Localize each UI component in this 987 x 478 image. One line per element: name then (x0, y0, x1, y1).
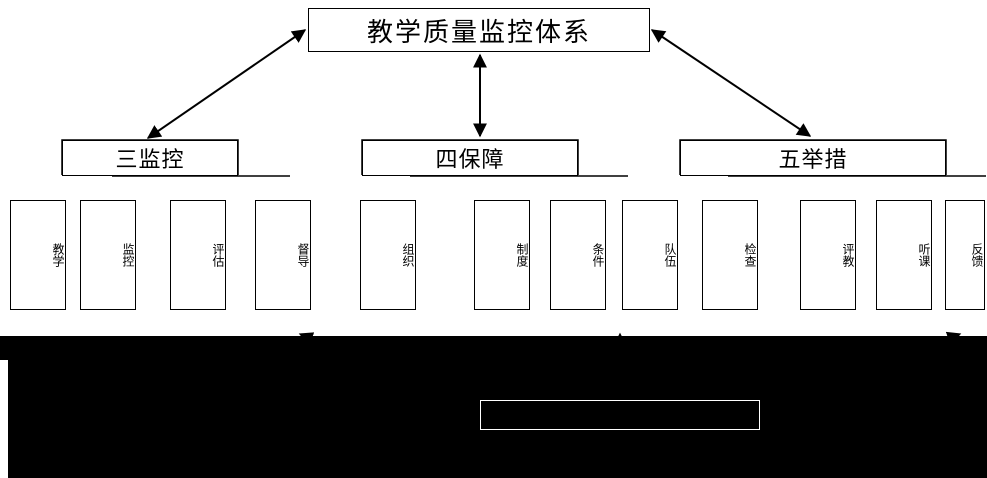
arrow-title-to-group-1 (146, 29, 307, 139)
leaf-2-3: 条件 (550, 200, 606, 310)
leaf-label: 队伍 (663, 243, 677, 267)
group-box-2: 四保障 (362, 140, 578, 176)
leaf-label: 反馈 (970, 243, 984, 267)
leaf-3-4: 反馈 (945, 200, 985, 310)
arrow-title-to-group-3 (650, 29, 812, 137)
leaf-label: 制度 (515, 243, 529, 267)
leaf-label: 督导 (296, 243, 310, 267)
leaf-3-2: 评教 (800, 200, 856, 310)
leaf-3-3: 听课 (876, 200, 932, 310)
leaf-2-2: 制度 (474, 200, 530, 310)
group-box-1: 三监控 (62, 140, 238, 176)
leaf-label: 组织 (401, 243, 415, 267)
leaf-1-1: 教学 (10, 200, 66, 310)
divider-band (0, 336, 987, 360)
leaf-1-2: 监控 (80, 200, 136, 310)
bottom-zone (8, 360, 987, 478)
title-text: 教学质量监控体系 (366, 17, 591, 48)
leaf-label: 评教 (841, 243, 855, 267)
title-box: 教学质量监控体系 (308, 8, 650, 52)
leaf-1-4: 督导 (255, 200, 311, 310)
bottom-box (480, 400, 760, 430)
group-box-3: 五举措 (680, 140, 946, 176)
leaf-label: 评估 (211, 243, 225, 267)
leaf-label: 听课 (917, 243, 931, 267)
group-label-1: 三监控 (115, 148, 185, 173)
leaf-label: 监控 (121, 243, 135, 267)
leaf-label: 教学 (51, 243, 65, 267)
leaf-2-1: 组织 (360, 200, 416, 310)
group-label-3: 五举措 (778, 148, 848, 173)
group-label-2: 四保障 (435, 148, 505, 173)
leaf-1-3: 评估 (170, 200, 226, 310)
leaf-label: 检查 (743, 243, 757, 267)
leaf-2-4: 队伍 (622, 200, 678, 310)
leaf-3-1: 检查 (702, 200, 758, 310)
leaf-label: 条件 (591, 243, 605, 267)
